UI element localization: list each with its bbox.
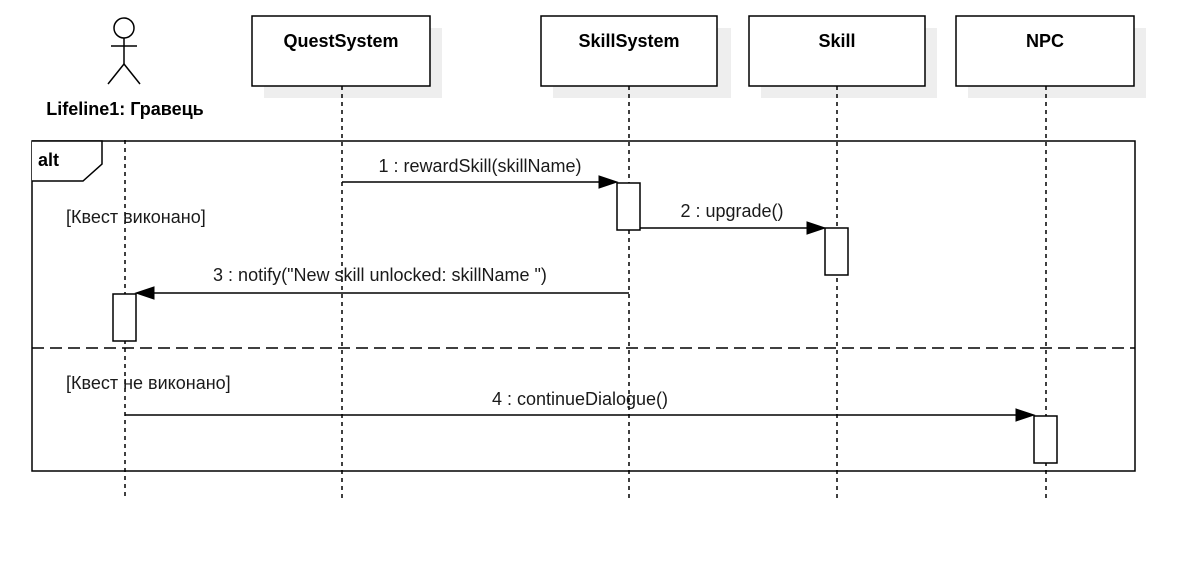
guard-condition: [Квест виконано] xyxy=(66,207,206,227)
message-label: 2 : upgrade() xyxy=(680,201,783,221)
alt-fragment-frame xyxy=(31,140,1136,472)
arrowhead-icon xyxy=(598,175,619,189)
participant-skillsystem[interactable]: SkillSystem xyxy=(540,15,718,87)
participant-label: Skill xyxy=(818,31,855,51)
participant-label: SkillSystem xyxy=(578,31,679,51)
participant-label: NPC xyxy=(1026,31,1064,51)
participant-questsystem[interactable]: QuestSystem xyxy=(251,15,431,87)
participant-skill[interactable]: Skill xyxy=(748,15,926,87)
participant-label: QuestSystem xyxy=(283,31,398,51)
arrowhead-icon xyxy=(1015,408,1036,422)
message-reward-skill[interactable]: 1 : rewardSkill(skillName) xyxy=(342,156,619,189)
stick-figure-actor-icon[interactable] xyxy=(107,17,141,85)
message-label: 1 : rewardSkill(skillName) xyxy=(378,156,581,176)
message-notify[interactable]: 3 : notify("New skill unlocked: skillNam… xyxy=(134,265,629,300)
message-continue-dialogue[interactable]: 4 : continueDialogue() xyxy=(125,389,1036,422)
guard-condition: [Квест не виконано] xyxy=(66,373,231,393)
message-label: 4 : continueDialogue() xyxy=(492,389,668,409)
activation-player xyxy=(112,293,137,342)
activation-skillsystem xyxy=(616,182,641,231)
fragment-operator: alt xyxy=(38,150,59,170)
participant-npc[interactable]: NPC xyxy=(955,15,1135,87)
message-label: 3 : notify("New skill unlocked: skillNam… xyxy=(213,265,547,285)
actor-label: Lifeline1: Гравець xyxy=(46,99,204,119)
fragment-operator-tab xyxy=(32,140,103,182)
activation-npc xyxy=(1033,415,1058,464)
activation-skill xyxy=(824,227,849,276)
arrowhead-icon xyxy=(134,286,155,300)
message-upgrade[interactable]: 2 : upgrade() xyxy=(640,201,827,235)
arrowhead-icon xyxy=(806,221,827,235)
